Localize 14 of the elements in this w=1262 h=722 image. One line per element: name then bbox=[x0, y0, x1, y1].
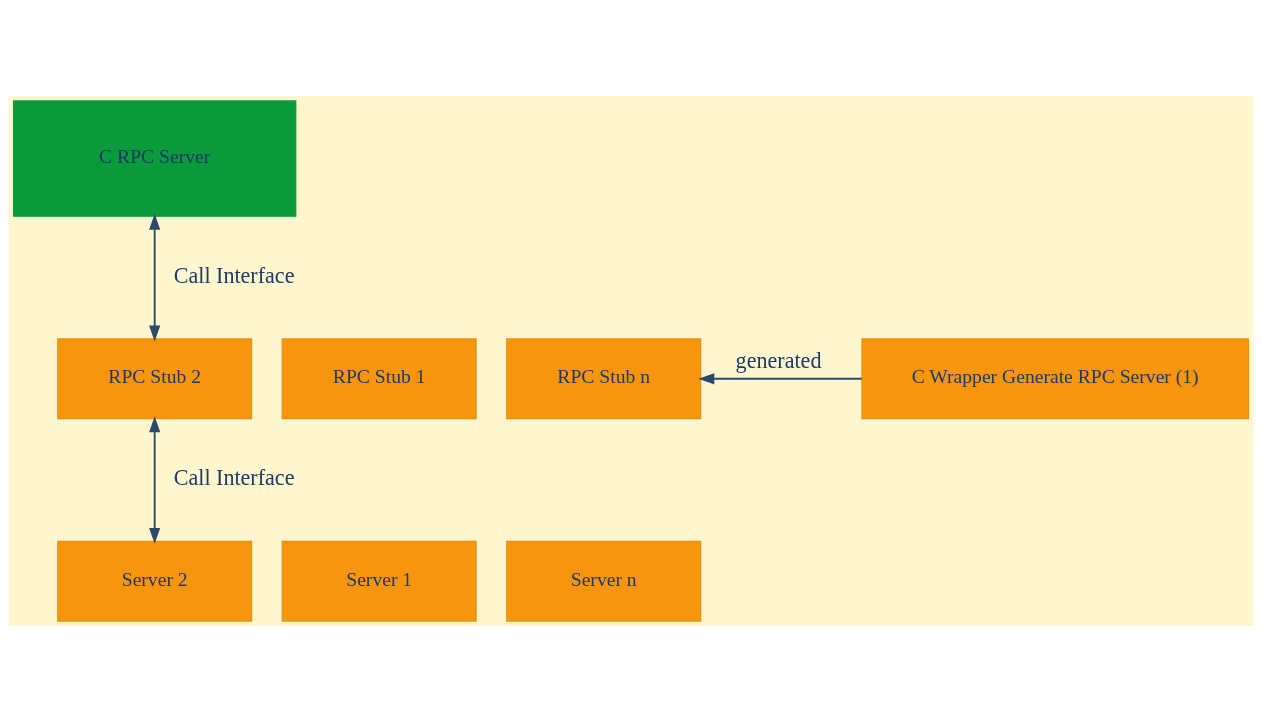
arrow bbox=[698, 373, 863, 385]
node-box: RPC Stub 1 bbox=[281, 338, 477, 420]
edge-label: Call Interface bbox=[173, 465, 295, 491]
node-box: Server n bbox=[506, 540, 702, 622]
arrow bbox=[149, 416, 161, 544]
node-box: RPC Stub n bbox=[506, 338, 702, 420]
node-box: Server 2 bbox=[57, 540, 253, 622]
edge-label: Call Interface bbox=[173, 262, 295, 288]
arrow bbox=[149, 213, 161, 342]
node-box: RPC Stub 2 bbox=[57, 338, 253, 420]
node-box: Server 1 bbox=[281, 540, 477, 622]
node-box: C RPC Server bbox=[12, 100, 297, 217]
node-box: C Wrapper Generate RPC Server (1) bbox=[861, 338, 1250, 420]
edge-label: generated bbox=[735, 348, 822, 374]
